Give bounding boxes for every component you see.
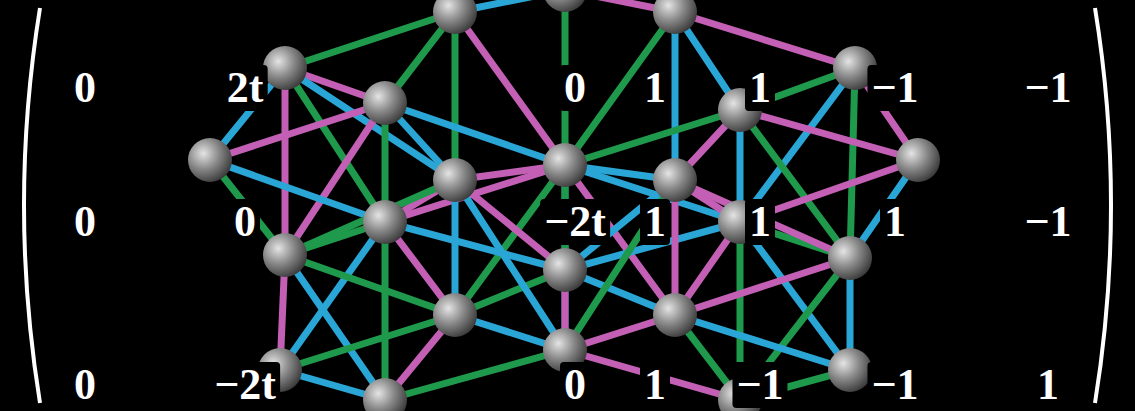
- rod: [675, 12, 855, 68]
- atom-ball: [653, 0, 697, 34]
- atom-ball: [543, 143, 587, 187]
- matrix-entry: −1: [1020, 199, 1075, 245]
- matrix-entry: 1: [640, 65, 670, 111]
- atom-ball: [433, 158, 477, 202]
- matrix-entry: −2t: [210, 362, 280, 408]
- matrix-entry: 0: [230, 199, 260, 245]
- rod: [282, 68, 289, 255]
- matrix-entry: 0: [70, 362, 100, 408]
- atom-ball: [828, 236, 872, 280]
- rod: [740, 110, 918, 160]
- matrix-entry: 1: [1033, 362, 1063, 408]
- atom-ball: [653, 158, 697, 202]
- matrix-entry: 1: [880, 199, 910, 245]
- atom-ball: [433, 293, 477, 337]
- atom-ball: [263, 46, 307, 90]
- atom-ball: [363, 81, 407, 125]
- atom-ball: [828, 348, 872, 392]
- atom-ball: [543, 0, 587, 12]
- atom-ball: [363, 378, 407, 411]
- rod: [285, 255, 455, 315]
- matrix-entry: −2t: [540, 199, 610, 245]
- rod: [455, 12, 565, 165]
- matrix-entry: 1: [745, 65, 775, 111]
- atom-ball: [188, 138, 232, 182]
- atom-ball: [653, 293, 697, 337]
- right-bracket: [1095, 8, 1111, 403]
- rod: [382, 222, 389, 400]
- atom-ball: [433, 0, 477, 34]
- atom-ball: [263, 233, 307, 277]
- matrix-entry: −1: [1020, 65, 1075, 111]
- rod: [210, 103, 385, 160]
- matrix-entry: 0: [70, 199, 100, 245]
- left-bracket: [24, 8, 40, 403]
- atom-ball: [363, 200, 407, 244]
- rod: [452, 12, 459, 180]
- rod: [850, 68, 855, 258]
- rod: [672, 12, 679, 180]
- matrix-entry: −1: [732, 362, 787, 408]
- matrix-entry: 1: [745, 199, 775, 245]
- matrix-entry: 1: [640, 362, 670, 408]
- rod: [285, 180, 455, 255]
- matrix-entry: 0: [70, 65, 100, 111]
- matrix-entry: −1: [867, 65, 922, 111]
- matrix-entry: 0: [560, 362, 590, 408]
- atom-ball: [896, 138, 940, 182]
- atom-ball: [543, 248, 587, 292]
- matrix-entry: −1: [867, 362, 922, 408]
- matrix-entry: 1: [640, 199, 670, 245]
- rod: [675, 180, 850, 258]
- matrix-entry: 2t: [223, 65, 268, 111]
- rod: [385, 350, 565, 400]
- matrix-entry: 0: [560, 65, 590, 111]
